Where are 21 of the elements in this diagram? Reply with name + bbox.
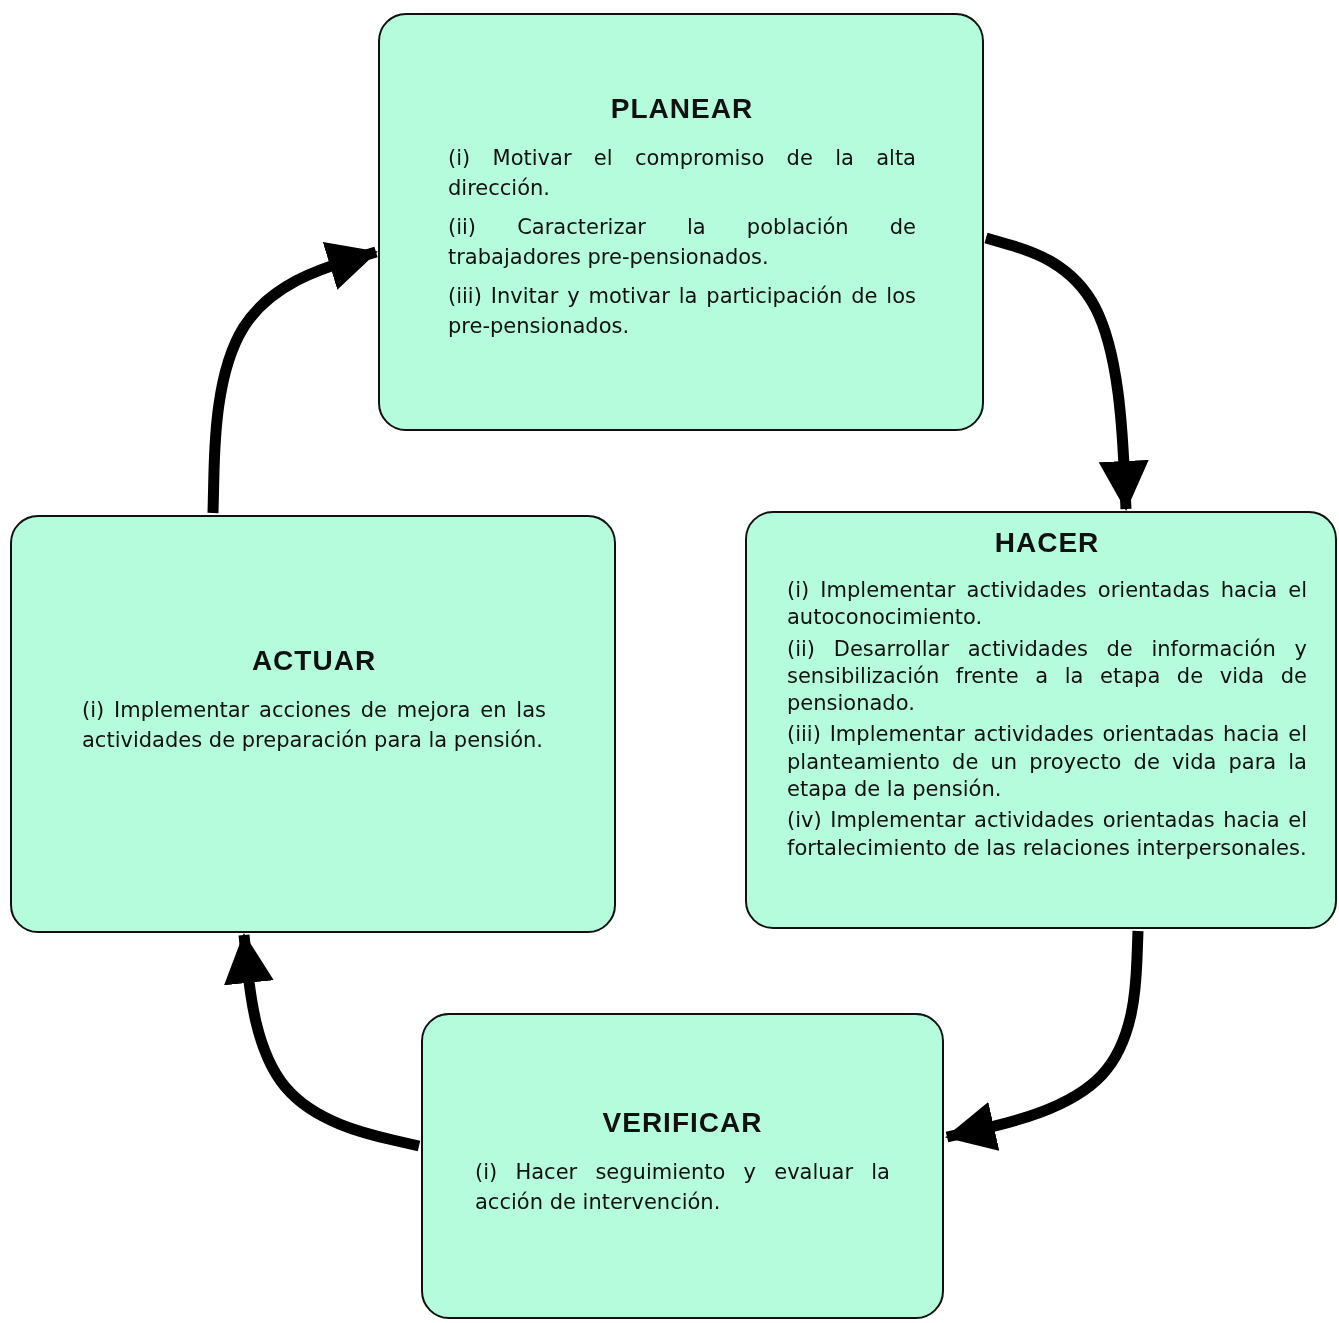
curved-arrow [945, 930, 1144, 1151]
step-item: (iii) Invitar y motivar la participación de los pre-pensionados. [448, 282, 916, 341]
process-box [745, 511, 1337, 929]
step-item: (iv) Implementar actividades orientadas hacia el fortalecimiento de las relaciones interpersonales. [787, 807, 1307, 862]
curved-arrow [984, 232, 1149, 511]
curved-arrow [207, 242, 378, 514]
step-item: (i) Implementar actividades orientadas hacia el autoconocimiento. [787, 577, 1307, 632]
step-item: (ii) Desarrollar actividades de información y sensibilización frente a la etapa de vida de pensionado. [787, 635, 1307, 718]
process-box [10, 515, 616, 933]
curved-arrow [224, 933, 421, 1152]
process-box [421, 1013, 944, 1319]
process-box [378, 13, 984, 431]
step-item: (iii) Implementar actividades orientadas hacia el planteamiento de un proyecto de vida para la etapa de la pensión. [787, 721, 1307, 804]
step-item: (i) Motivar el compromiso de la alta dirección. [448, 145, 916, 203]
step-item: (ii) Caracterizar la población de trabajadores pre-pensionados. [448, 213, 916, 272]
step-heading: PLANEAR [609, 93, 755, 125]
step-item: (i) Implementar acciones de mejora en las actividades de preparación para la pensión. [82, 697, 546, 755]
step-item: (i) Hacer seguimiento y evaluar la acción de intervención. [475, 1159, 890, 1217]
step-heading: VERIFICAR [601, 1107, 764, 1139]
step-heading: ACTUAR [250, 645, 378, 677]
step-heading: HACER [993, 527, 1101, 559]
